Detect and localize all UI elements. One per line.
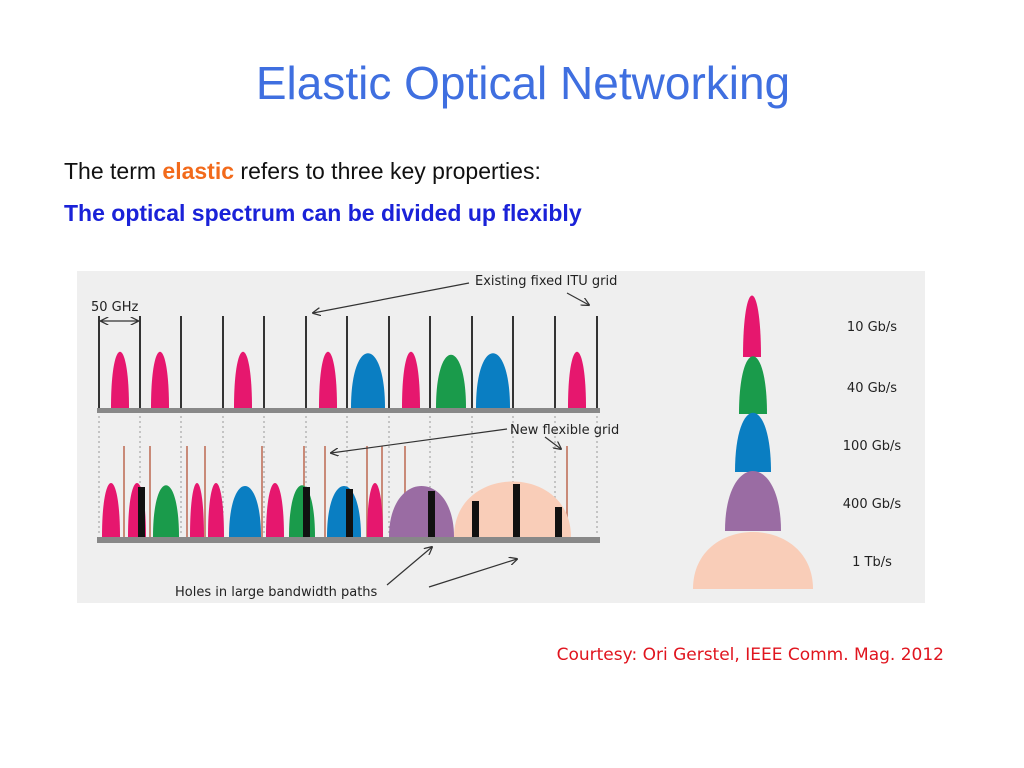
legend: 10 Gb/s 40 Gb/s 100 Gb/s 400 Gb/s 1 Tb/s bbox=[693, 295, 902, 589]
signal-1t bbox=[454, 481, 571, 537]
legend-shape-40g bbox=[739, 356, 767, 414]
signal-10g bbox=[568, 351, 586, 408]
signal-40g bbox=[436, 354, 466, 408]
flexible-grid-arrow bbox=[544, 436, 561, 449]
legend-label: 1 Tb/s bbox=[852, 555, 892, 570]
signal-10g bbox=[190, 483, 204, 537]
holes-arrow bbox=[386, 547, 432, 586]
fixed-grid-signals bbox=[111, 351, 586, 408]
holes-label: Holes in large bandwidth paths bbox=[175, 585, 378, 600]
fixed-grid-baseline bbox=[97, 408, 600, 413]
legend-shape-1t bbox=[693, 532, 813, 589]
flexible-grid-signals bbox=[102, 481, 571, 537]
fixed-grid-arrow bbox=[566, 292, 589, 305]
signal-40g bbox=[153, 485, 179, 537]
hole-marker bbox=[138, 487, 145, 537]
signal-10g bbox=[367, 483, 383, 537]
flexible-grid-arrow bbox=[331, 428, 508, 453]
holes bbox=[138, 484, 562, 537]
signal-100g bbox=[229, 486, 261, 537]
legend-label: 400 Gb/s bbox=[843, 497, 902, 512]
signal-10g bbox=[151, 351, 169, 408]
signal-100g bbox=[327, 486, 361, 537]
signal-10g bbox=[208, 483, 224, 537]
legend-label: 10 Gb/s bbox=[847, 320, 897, 335]
intro-highlight: elastic bbox=[162, 158, 235, 184]
spacing-label: 50 GHz bbox=[91, 300, 139, 315]
signal-10g bbox=[102, 483, 120, 537]
flexible-grid-baseline bbox=[97, 537, 600, 543]
intro-text: The term elastic refers to three key pro… bbox=[64, 158, 541, 185]
hole-marker bbox=[555, 507, 562, 537]
signal-10g bbox=[234, 351, 252, 408]
intro-suffix: refers to three key properties: bbox=[234, 158, 541, 184]
spectrum-figure: 50 GHz Existing fixed ITU grid bbox=[77, 271, 925, 603]
signal-10g bbox=[266, 483, 284, 537]
signal-40g bbox=[289, 485, 315, 537]
hole-marker bbox=[303, 487, 310, 537]
fixed-grid-label: Existing fixed ITU grid bbox=[475, 274, 617, 289]
legend-shape-10g bbox=[743, 295, 761, 357]
signal-400g bbox=[389, 486, 454, 537]
signal-100g bbox=[351, 353, 385, 408]
holes-arrow bbox=[428, 559, 517, 588]
signal-10g bbox=[402, 351, 420, 408]
intro-prefix: The term bbox=[64, 158, 163, 184]
legend-shape-400g bbox=[725, 471, 781, 531]
flexible-grid-label: New flexible grid bbox=[510, 423, 619, 438]
courtesy-note: Courtesy: Ori Gerstel, IEEE Comm. Mag. 2… bbox=[556, 645, 944, 665]
legend-label: 100 Gb/s bbox=[843, 439, 902, 454]
hole-marker bbox=[472, 501, 479, 537]
signal-10g bbox=[111, 351, 129, 408]
spectrum-diagram: 50 GHz Existing fixed ITU grid bbox=[91, 274, 902, 600]
slide-title: Elastic Optical Networking bbox=[255, 57, 791, 109]
subheading: The optical spectrum can be divided up f… bbox=[64, 200, 582, 226]
fixed-grid-lines bbox=[98, 316, 598, 408]
fixed-grid-arrow bbox=[313, 282, 470, 313]
legend-shape-100g bbox=[735, 412, 771, 472]
hole-marker bbox=[346, 489, 353, 537]
signal-10g bbox=[319, 351, 337, 408]
signal-100g bbox=[476, 353, 510, 408]
hole-marker bbox=[513, 484, 520, 537]
legend-label: 40 Gb/s bbox=[847, 381, 897, 396]
hole-marker bbox=[428, 491, 435, 537]
